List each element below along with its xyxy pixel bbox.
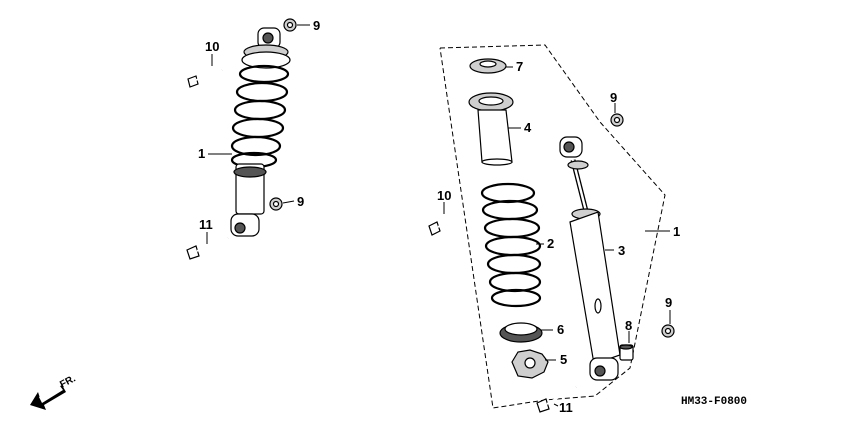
part-8-collar: 8 xyxy=(619,318,634,361)
front-direction-label: FR. xyxy=(58,373,78,390)
bolt-11 xyxy=(186,237,229,260)
callout-7: 7 xyxy=(516,59,523,74)
callout-5: 5 xyxy=(560,352,567,367)
exploded-group-outline xyxy=(439,44,666,409)
callout-1: 1 xyxy=(198,146,205,161)
callout-10: 10 xyxy=(205,39,219,54)
callout-10-exploded: 10 xyxy=(437,188,451,203)
part-7-stopper: 7 xyxy=(469,58,523,74)
nut-9-middle xyxy=(269,197,283,211)
callout-9-lower: 9 xyxy=(665,295,672,310)
front-direction-indicator: FR. xyxy=(30,373,78,410)
part-11-bolt: 11 xyxy=(536,386,577,415)
front-direction-arrow-icon xyxy=(30,385,66,410)
callout-9-upper: 9 xyxy=(610,90,617,105)
nut-9-top xyxy=(283,18,297,32)
callout-8: 8 xyxy=(625,318,632,333)
diagram-code: HM33-F0800 xyxy=(681,396,747,408)
part-3-damper: 3 xyxy=(559,136,625,381)
callout-3: 3 xyxy=(618,243,625,258)
assembled-coil-spring xyxy=(230,64,290,169)
part-5-lock-plate: 5 xyxy=(511,349,567,379)
exploded-shock-absorber: 7 4 2 6 xyxy=(428,44,680,415)
callout-2: 2 xyxy=(547,236,554,251)
callout-1-exploded: 1 xyxy=(673,224,680,239)
assembled-shock-absorber: 9 10 1 9 11 xyxy=(186,18,320,260)
callout-11-exploded: 11 xyxy=(559,400,573,415)
callout-4: 4 xyxy=(524,120,532,135)
part-10-bolt: 10 xyxy=(428,188,463,236)
callout-9-middle: 9 xyxy=(297,194,304,209)
nut-9-upper: 9 xyxy=(610,90,624,127)
callout-11: 11 xyxy=(199,217,213,232)
part-2-spring: 2 xyxy=(480,182,554,308)
bolt-10 xyxy=(187,69,223,88)
callout-9-top: 9 xyxy=(313,18,320,33)
callout-6: 6 xyxy=(557,322,564,337)
part-4-dust-boot: 4 xyxy=(468,92,532,166)
part-6-spring-seat: 6 xyxy=(499,322,564,343)
nut-9-lower: 9 xyxy=(661,295,675,338)
